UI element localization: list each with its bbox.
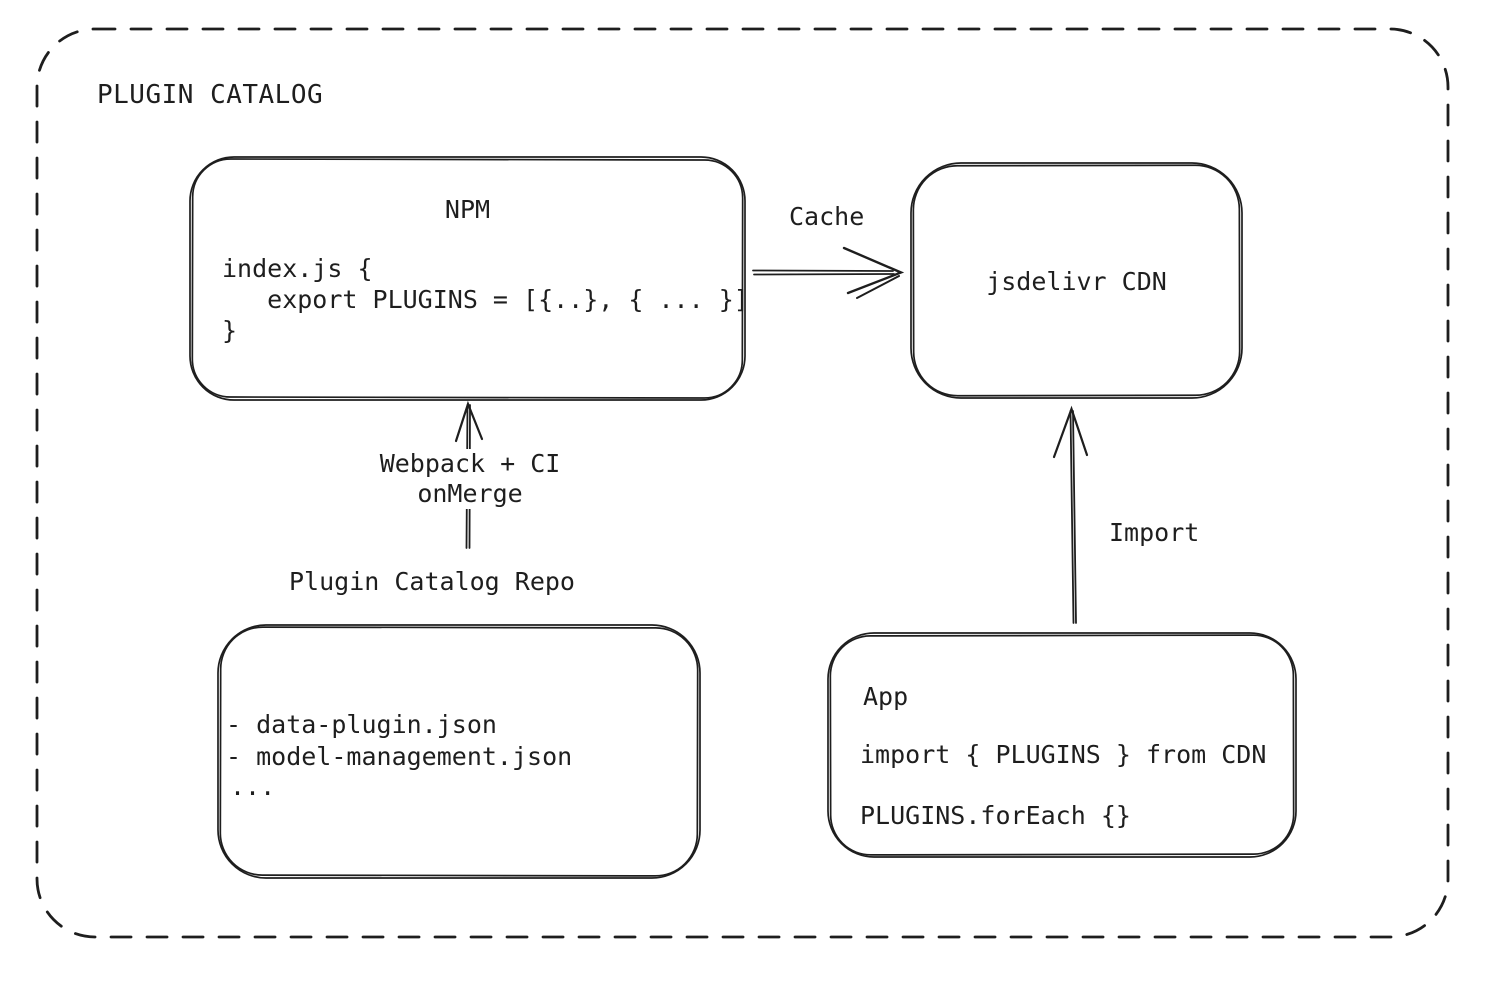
diagram-title: PLUGIN CATALOG [97, 80, 324, 110]
npm-box-title: NPM [444, 195, 491, 224]
dashed-boundary [35, 27, 1450, 939]
app-code-line-2: PLUGINS.forEach {} [860, 801, 1131, 830]
cdn-box [910, 162, 1243, 399]
build-arrow-label: Webpack + CI onMerge [350, 449, 590, 509]
repo-file-line-2: - model-management.json [226, 742, 573, 771]
repo-heading: Plugin Catalog Repo [289, 567, 575, 596]
app-box [827, 632, 1297, 858]
npm-code-line-2: export PLUGINS = [{..}, { ... }] [222, 285, 749, 314]
cache-arrow [752, 246, 905, 299]
npm-code-line-1: index.js { [222, 254, 373, 283]
npm-box [189, 156, 746, 401]
import-arrow-label: Import [1109, 518, 1200, 547]
npm-code-line-3: } [222, 316, 238, 345]
repo-box [217, 624, 701, 879]
repo-file-line-1: - data-plugin.json [226, 710, 497, 739]
app-code-line-1: import { PLUGINS } from CDN [860, 740, 1267, 769]
import-arrow [1052, 405, 1089, 624]
app-box-title: App [863, 682, 909, 711]
cdn-box-label: jsdelivr CDN [986, 267, 1167, 296]
repo-file-line-3: ... [230, 772, 276, 801]
cache-arrow-label: Cache [789, 202, 865, 231]
